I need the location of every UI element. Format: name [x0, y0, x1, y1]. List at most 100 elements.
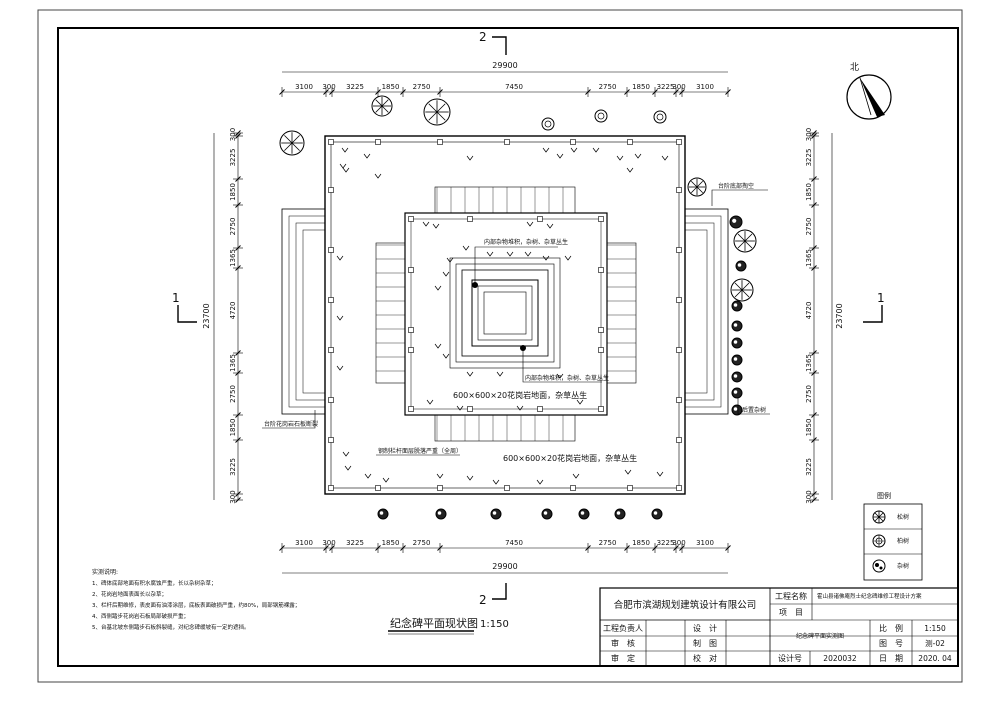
svg-text:2: 2	[479, 30, 487, 44]
dimension-label: 1365	[229, 354, 237, 372]
dimension-label: 3225	[805, 149, 813, 167]
dimension-label: 3100	[696, 83, 714, 91]
design-no-value: 2020032	[823, 654, 857, 663]
annotation-inner-weeds-2: 内部杂物堆积，杂树、杂草丛生	[522, 348, 609, 383]
dimension-label: 3225	[229, 149, 237, 167]
dimension-label: 300	[322, 539, 335, 547]
cypress-tree-icon	[594, 109, 608, 123]
pine-tree-icon	[730, 278, 754, 302]
dimension-label: 1850	[229, 183, 237, 201]
dimension-label: 3225	[657, 83, 675, 91]
legend-label-misc: 杂树	[897, 562, 909, 570]
approve-label: 审 定	[611, 653, 635, 663]
project-name-label: 工程名称	[775, 591, 807, 601]
svg-text:内部杂物堆积，杂树、杂草丛生: 内部杂物堆积，杂树、杂草丛生	[525, 374, 609, 382]
annotation-steps-right: 台阶底部掏空	[711, 182, 768, 206]
dimension-label: 3225	[805, 458, 813, 476]
misc-tree-icon	[435, 508, 447, 520]
svg-text:钢制栏杆面层脱落严重（全周）: 钢制栏杆面层脱落严重（全周）	[378, 447, 462, 455]
pine-tree-icon	[371, 95, 393, 117]
misc-tree-icon	[731, 320, 743, 332]
dimension-label: 1365	[229, 249, 237, 267]
legend-label-pine: 松树	[897, 513, 909, 521]
dimension-label: 3100	[295, 83, 313, 91]
dimension-label: 1850	[805, 419, 813, 437]
dimension-label: 3100	[696, 539, 714, 547]
misc-tree-icon	[651, 508, 663, 520]
misc-tree-icon	[731, 404, 743, 416]
dimension-label: 2750	[413, 539, 431, 547]
design-label: 设 计	[693, 623, 717, 633]
dimension-label: 3100	[295, 539, 313, 547]
dimension-label: 3225	[346, 83, 364, 91]
review-label: 审 核	[611, 638, 635, 648]
section-mark-right: 1	[863, 291, 885, 323]
drawing-no-value: 测-02	[925, 639, 945, 648]
dimension-label: 3225	[346, 539, 364, 547]
svg-text:4、西侧踏步花岗岩石板局部破损严重；: 4、西侧踏步花岗岩石板局部破损严重；	[92, 612, 189, 620]
section-mark-top: 2	[479, 30, 507, 55]
dimension-label: 1365	[805, 249, 813, 267]
svg-text:1:150: 1:150	[480, 619, 509, 630]
sheet-title: 纪念碑平面实测图	[796, 632, 844, 640]
dimension-label: 1850	[632, 539, 650, 547]
svg-text:后置杂树: 后置杂树	[742, 406, 766, 414]
legend: 图例 松树 柏树 杂树	[863, 491, 923, 581]
draw-label: 制 图	[693, 638, 717, 648]
misc-tree-icon	[578, 508, 590, 520]
project-name: 霍山县诸佛庵烈士纪念碑维修工程设计方案	[817, 592, 922, 600]
annotation-granite-outer: 600×600×20花岗岩地面，杂草丛生	[503, 453, 637, 463]
legend-label-cypress: 柏树	[897, 537, 909, 545]
inner-sheet-border	[57, 27, 959, 667]
svg-text:实测说明:: 实测说明:	[92, 568, 118, 576]
right-dimension-chain: 3003225185027501365472013652750185032253…	[805, 128, 819, 504]
dimension-label: 3225	[657, 539, 675, 547]
svg-text:台阶花岗岩石板断裂: 台阶花岗岩石板断裂	[264, 420, 318, 428]
top-total-dimension: 29900	[492, 61, 517, 70]
dimension-label: 3225	[229, 458, 237, 476]
pine-tree-icon	[733, 229, 757, 253]
svg-text:3、栏杆后期维修，表皮面有油漆涂层，底板表面破损严重，约80: 3、栏杆后期维修，表皮面有油漆涂层，底板表面破损严重，约80%，局部钢筋裸露；	[92, 601, 300, 609]
pine-tree-icon	[872, 510, 886, 524]
misc-tree-icon	[731, 300, 743, 312]
outer-sheet-border	[37, 9, 963, 683]
check-label: 校 对	[693, 653, 717, 663]
misc-tree-icon	[541, 508, 553, 520]
drawing-title: 纪念碑平面现状图 1:150	[388, 616, 509, 635]
pine-tree-icon	[279, 130, 305, 156]
svg-text:图例: 图例	[877, 491, 891, 500]
left-dimension-chain: 3003225185027501365472013652750185032253…	[229, 128, 243, 504]
svg-text:1: 1	[877, 291, 885, 305]
dimension-label: 7450	[505, 83, 523, 91]
svg-text:纪念碑平面现状图: 纪念碑平面现状图	[390, 616, 478, 630]
stair-treads	[376, 187, 636, 441]
dimension-label: 1850	[382, 539, 400, 547]
misc-tree-icon	[731, 337, 743, 349]
svg-text:2: 2	[479, 593, 487, 607]
dimension-label: 300	[672, 83, 685, 91]
annotation-back-trees: 后置杂树	[737, 398, 770, 415]
bottom-total-dimension: 29900	[492, 562, 517, 571]
misc-tree-icon	[731, 371, 743, 383]
railing-posts	[328, 139, 682, 491]
dimension-label: 300	[805, 128, 813, 141]
title-block	[599, 587, 959, 667]
dimension-label: 300	[805, 490, 813, 503]
dimension-label: 2750	[599, 539, 617, 547]
dimension-label: 1365	[805, 354, 813, 372]
dimension-label: 4720	[229, 302, 237, 320]
annotation-steps-left: 台阶花岗岩石板断裂	[262, 410, 318, 429]
dimension-label: 300	[322, 83, 335, 91]
dimension-label: 2750	[805, 385, 813, 403]
dimension-label: 2750	[413, 83, 431, 91]
dimension-label: 2750	[229, 385, 237, 403]
pine-tree-icon	[423, 98, 451, 126]
svg-text:1: 1	[172, 291, 180, 305]
annotation-railing: 钢制栏杆面层脱落严重（全周）	[376, 447, 462, 456]
tree-symbols	[279, 95, 757, 520]
dimension-label: 4720	[805, 302, 813, 320]
misc-tree-icon	[872, 559, 886, 573]
left-total-dimension: 23700	[202, 303, 211, 328]
